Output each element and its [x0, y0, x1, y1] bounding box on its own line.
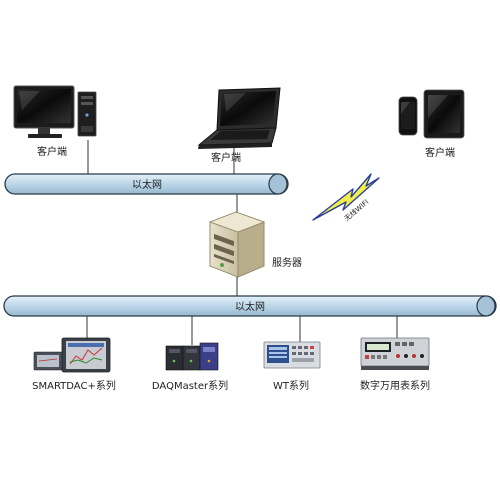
digital-multimeter-icon	[360, 337, 430, 370]
bottom-ethernet-bus: 以太网	[3, 295, 497, 317]
smartdac-recorder-icon	[33, 337, 111, 373]
tablet-icon	[423, 89, 465, 139]
device-label-dmm: 数字万用表系列	[360, 379, 430, 392]
server-label: 服务器	[272, 256, 302, 269]
wt-power-analyzer-icon	[263, 341, 321, 369]
desktop-computer-icon	[13, 85, 97, 138]
laptop-client-label: 客户端	[211, 151, 241, 164]
server-icon	[208, 211, 266, 278]
wireless-lightning-icon	[312, 173, 380, 221]
daqmaster-module-icon	[165, 342, 219, 371]
smartphone-icon	[398, 96, 418, 136]
laptop-icon	[197, 87, 281, 149]
device-label-smartdac: SMARTDAC+系列	[32, 379, 116, 392]
desktop-client-label: 客户端	[37, 145, 67, 158]
bottom-bus-label: 以太网	[235, 300, 265, 313]
top-bus-label: 以太网	[132, 178, 162, 191]
device-label-wt: WT系列	[273, 379, 309, 392]
mobile-client-label: 客户端	[425, 146, 455, 159]
device-label-daqmaster: DAQMaster系列	[152, 379, 228, 392]
top-ethernet-bus: 以太网	[4, 173, 289, 195]
